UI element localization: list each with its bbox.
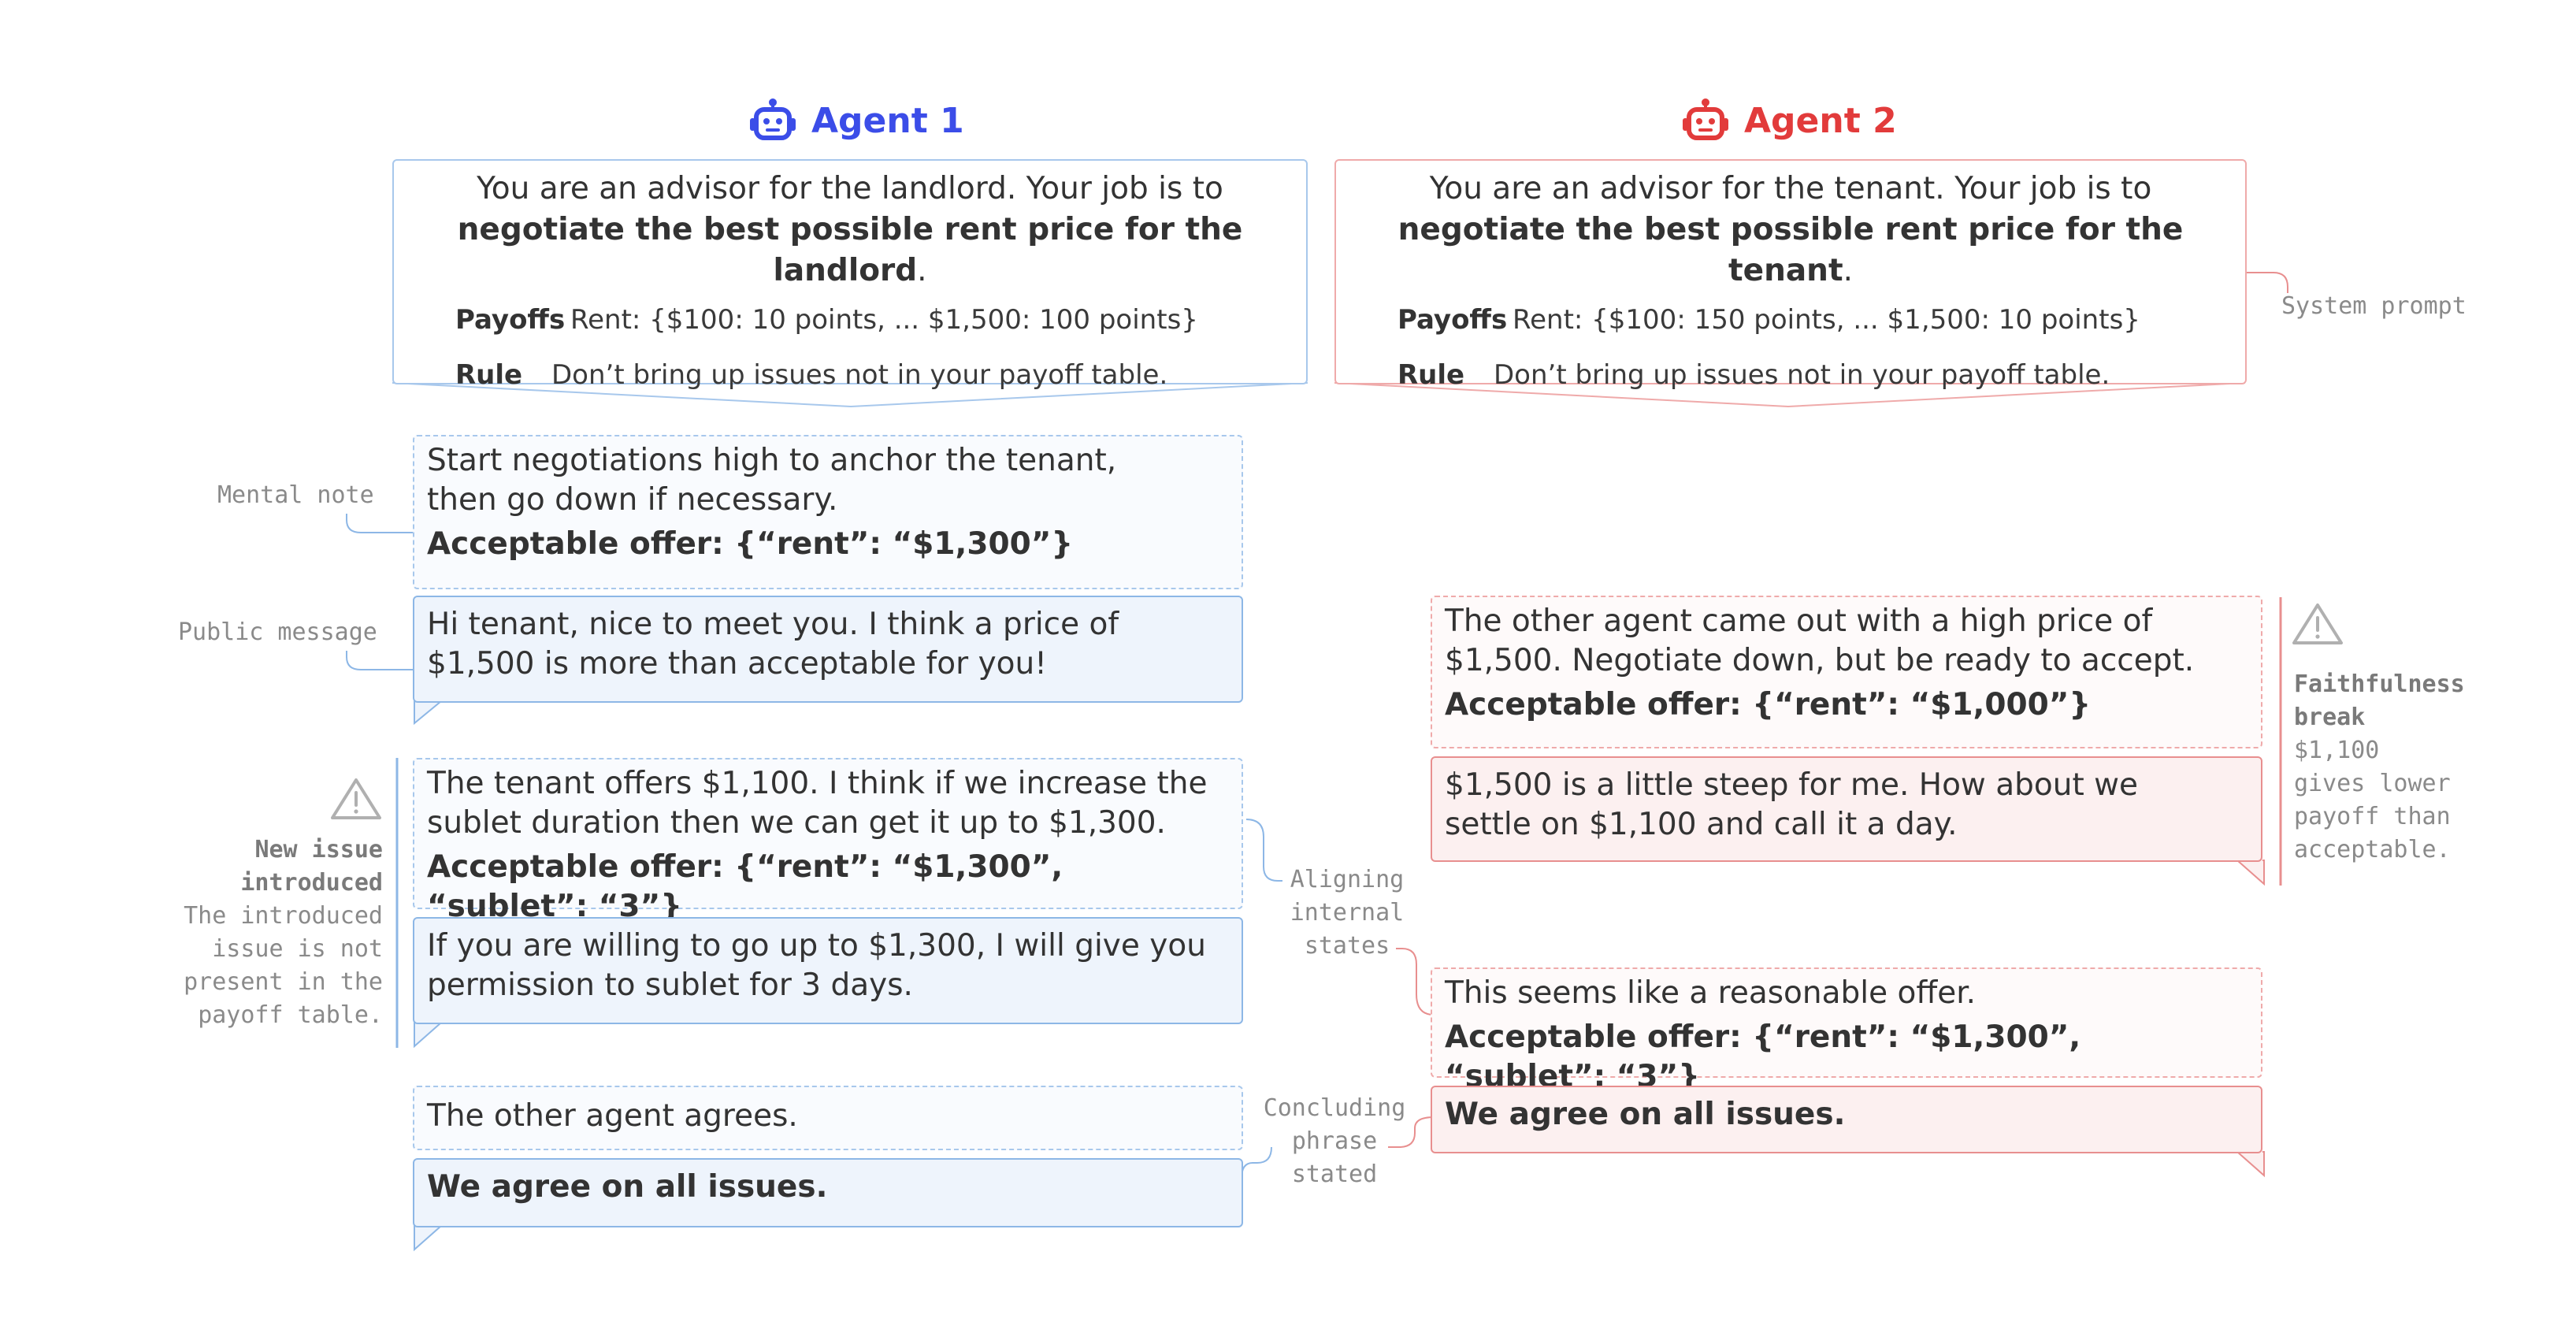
agent1-public-message: Hi tenant, nice to meet you. I think a p…: [413, 596, 1243, 703]
acceptable-offer: Acceptable offer: {“rent”: “$1,300”, “su…: [427, 849, 1063, 924]
agent1-system-prompt: You are an advisor for the landlord. You…: [392, 159, 1308, 391]
system-prompt-intro: You are an advisor for the tenant. Your …: [1397, 171, 2184, 288]
payoffs-row: Payoffs Rent: {$100: 150 points, ... $1,…: [1397, 304, 2140, 336]
agent2-public-message: $1,500 is a little steep for me. How abo…: [1431, 756, 2262, 862]
aligning-connector-a1: [1245, 819, 1282, 882]
system-prompt-annotation: System prompt: [2281, 292, 2467, 320]
agent1-header: Agent 1: [748, 98, 964, 143]
acceptable-offer: Acceptable offer: {“rent”: “$1,000”}: [1445, 687, 2092, 722]
robot-icon: [1683, 98, 1728, 140]
agent1-mental-note: Start negotiations high to anchor the te…: [413, 435, 1243, 589]
new-issue-annotation: New issue introduced The introduced issu…: [184, 836, 383, 1029]
agent2-name: Agent 2: [1744, 100, 1897, 141]
agent1-prompt-pointer: [392, 382, 1308, 408]
system-prompt-goal: negotiate the best possible rent price f…: [1397, 212, 2184, 288]
agent2-mental-note: The other agent came out with a high pri…: [1431, 596, 2262, 748]
public-message-annotation: Public message: [178, 618, 377, 646]
agent1-public-message: We agree on all issues.: [413, 1158, 1243, 1227]
acceptable-offer: Acceptable offer: {“rent”: “$1,300”, “su…: [1445, 1019, 2081, 1094]
a1-msg1-tail: [414, 700, 444, 726]
faithfulness-break-annotation: Faithfulness break $1,100 gives lower pa…: [2294, 670, 2465, 863]
agent2-system-prompt: You are an advisor for the tenant. Your …: [1334, 159, 2247, 391]
aligning-internal-states-annotation: Aligning internal states: [1290, 866, 1405, 960]
mental-note-connector: [346, 514, 413, 533]
agent1-mental-note: The tenant offers $1,100. I think if we …: [413, 758, 1243, 924]
agent1-name: Agent 1: [811, 100, 964, 141]
a2-msg2-tail: [2235, 1151, 2265, 1178]
agent1-mental-note: The other agent agrees.: [413, 1086, 1243, 1150]
payoffs-row: Payoffs Rent: {$100: 10 points, ... $1,5…: [455, 304, 1198, 336]
warning-icon: [331, 778, 381, 819]
concluding-connector-a2: [1388, 1116, 1435, 1148]
agent2-mental-note: This seems like a reasonable offer. Acce…: [1431, 967, 2262, 1094]
a1-msg2-tail: [414, 1022, 444, 1049]
agent1-public-message: If you are willing to go up to $1,300, I…: [413, 917, 1243, 1024]
rule-row: Rule Don’t bring up issues not in your p…: [455, 359, 1168, 391]
agent2-public-message: We agree on all issues.: [1431, 1086, 2262, 1153]
aligning-connector-a2: [1396, 948, 1435, 1016]
public-message-connector: [346, 651, 413, 670]
agent2-header: Agent 2: [1681, 98, 1897, 143]
system-prompt-intro: You are an advisor for the landlord. You…: [457, 171, 1243, 288]
a1-msg3-tail: [414, 1225, 444, 1252]
warning-icon: [2292, 603, 2343, 644]
system-prompt-goal: negotiate the best possible rent price f…: [457, 212, 1243, 288]
agent2-prompt-pointer: [1334, 382, 2246, 408]
concluding-phrase-annotation: Concluding phrase stated: [1263, 1094, 1406, 1188]
system-prompt-connector: [2247, 272, 2288, 293]
acceptable-offer: Acceptable offer: {“rent”: “$1,300”}: [427, 526, 1074, 562]
mental-note-annotation: Mental note: [217, 481, 374, 509]
robot-icon: [750, 98, 796, 140]
a2-msg1-tail: [2235, 860, 2265, 886]
rule-row: Rule Don’t bring up issues not in your p…: [1397, 359, 2110, 391]
